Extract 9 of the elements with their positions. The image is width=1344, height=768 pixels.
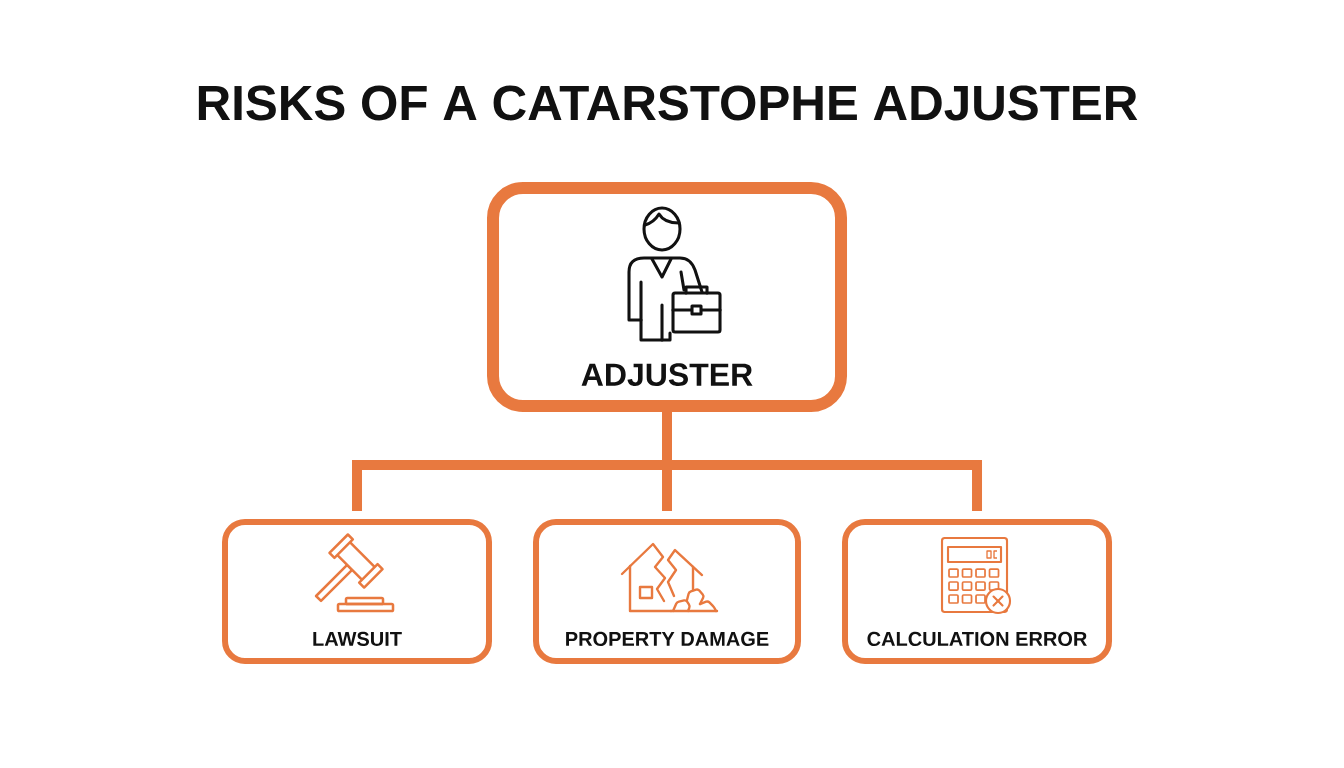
box: LAWSUIT (222, 519, 492, 664)
connector-line (352, 460, 667, 511)
connector-line (662, 412, 672, 460)
connector-line (662, 470, 672, 511)
box: CALCULATION ERROR (842, 519, 1112, 664)
box: ADJUSTER (487, 182, 847, 412)
connector-line (667, 460, 982, 511)
box: PROPERTY DAMAGE (533, 519, 801, 664)
title: RISKS OF A CATARSTOPHE ADJUSTER (198, 85, 1138, 121)
